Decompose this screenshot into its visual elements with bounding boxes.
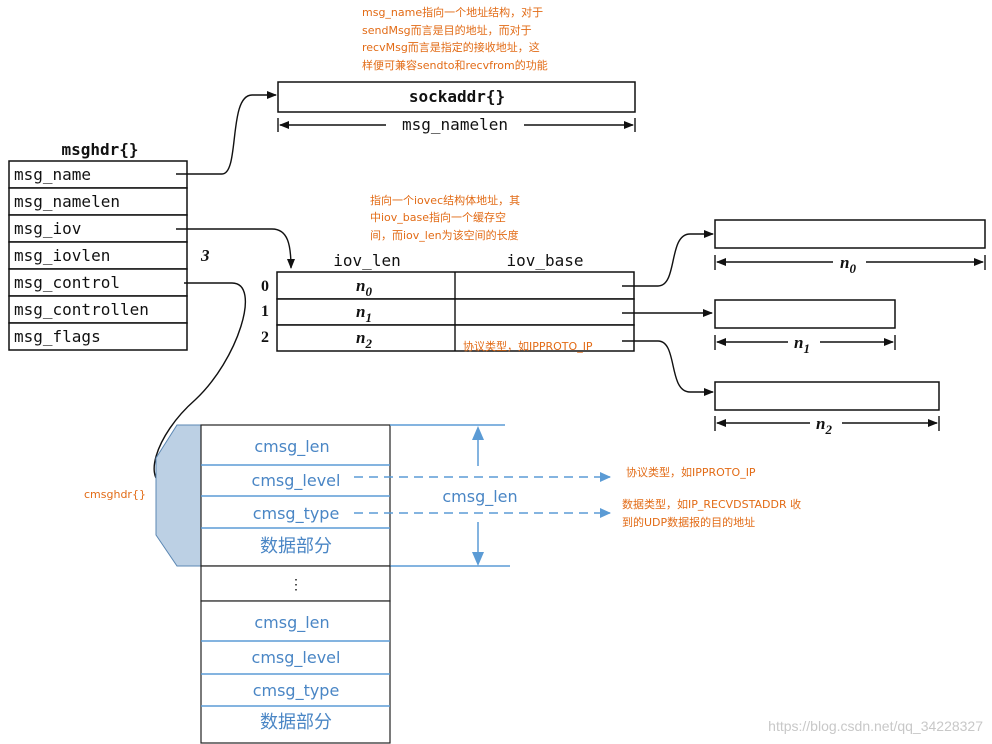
sockaddr-box (277, 81, 636, 113)
iov-proto-note: 协议类型，如IPPROTO_IP (463, 339, 593, 353)
iov-index: 1 (261, 303, 269, 320)
field-label: msg_namelen (14, 192, 120, 211)
msghdr-field-msg-control (8, 268, 188, 297)
sockaddr-length-label: msg_namelen (402, 115, 508, 134)
field-label: msg_name (14, 165, 91, 184)
iovec-array: iov_len iov_base 0 1 2 n0 n1 n2 协议类型，如IP… (261, 251, 635, 353)
cmsg-span-label: cmsg_len (442, 487, 517, 507)
field-label: msg_iovlen (14, 246, 110, 265)
cmsg-field: cmsg_len (254, 613, 329, 633)
note-line: msg_name指向一个地址结构，对于 (362, 5, 543, 19)
cmsg-field: 数据部分 (260, 712, 332, 733)
cmsg-type-note: 数据类型，如IP_RECVDSTADDR 收 (622, 497, 801, 511)
field-label: msg_control (14, 273, 120, 292)
cmsg-ellipsis: ⋮ (289, 577, 303, 593)
msghdr-struct: msghdr{} msg_name msg_namelen msg_iov ms… (8, 140, 210, 351)
field-label: msg_flags (14, 327, 101, 346)
msg-control-pointer (153, 282, 247, 490)
cmsg-field: cmsg_type (253, 504, 340, 524)
iovlen-value: 3 (200, 246, 210, 265)
note-line: 中iov_base指向一个缓存空 (370, 210, 506, 224)
buffer-length-label: n2 (816, 414, 832, 437)
msghdr-field-msg-namelen (8, 187, 188, 216)
note-line: 间，而iov_len为该空间的长度 (370, 228, 519, 242)
cmsg-level-note: 协议类型，如IPPROTO_IP (626, 465, 756, 479)
cmsg-header-box-2 (200, 600, 391, 744)
note-line: 指向一个iovec结构体地址，其 (370, 193, 520, 207)
msg-iov-pointer (176, 228, 295, 269)
cmsg-ellipsis-box (200, 565, 391, 602)
iov-index: 2 (261, 329, 269, 346)
buffer-1: n1 (714, 299, 896, 356)
cmsg-type-note: 到的UDP数据报的目的地址 (622, 515, 755, 529)
cmsg-field: cmsg_level (252, 471, 341, 491)
note-line: 样便可兼容sendto和recvfrom的功能 (362, 58, 548, 72)
msghdr-field-msg-flags (8, 322, 188, 351)
note-line: recvMsg而言是指定的接收地址，这 (362, 40, 540, 54)
field-label: msg_iov (14, 219, 81, 238)
iov-index: 0 (261, 278, 269, 295)
iov-len-header: iov_len (333, 251, 400, 270)
msghdr-field-msg-iovlen (8, 241, 188, 270)
iov-base-pointer-0 (622, 230, 714, 287)
cmsghdr-section: cmsghdr{} cmsg_len cmsg_level cmsg_type … (84, 424, 801, 744)
cmsg-field: cmsg_len (254, 437, 329, 457)
cmsghdr-bracket (155, 424, 202, 567)
sockaddr-title: sockaddr{} (409, 87, 505, 106)
msghdr-title: msghdr{} (61, 140, 138, 159)
buffer-length-label: n1 (794, 333, 810, 356)
cmsg-field: cmsg_level (252, 648, 341, 668)
cmsg-field: 数据部分 (260, 536, 332, 557)
iov-base-header: iov_base (506, 251, 583, 270)
sockaddr-struct: sockaddr{} msg_namelen (277, 81, 636, 134)
msg-name-pointer (176, 91, 277, 175)
buffer-2: n2 (714, 381, 940, 437)
msg-name-note: msg_name指向一个地址结构，对于 sendMsg而言是目的地址，而对于 r… (362, 5, 548, 72)
watermark: https://blog.csdn.net/qq_34228327 (768, 718, 983, 734)
note-line: sendMsg而言是目的地址，而对于 (362, 23, 532, 37)
cmsghdr-label: cmsghdr{} (84, 488, 146, 501)
cmsg-field: cmsg_type (253, 681, 340, 701)
iovec-note: 指向一个iovec结构体地址，其 中iov_base指向一个缓存空 间，而iov… (370, 193, 520, 242)
buffer-length-label: n0 (840, 253, 856, 276)
iov-base-pointer-2 (622, 340, 714, 396)
field-label: msg_controllen (14, 300, 149, 319)
buffer-0: n0 (714, 219, 986, 276)
msghdr-field-msg-controllen (8, 295, 188, 324)
